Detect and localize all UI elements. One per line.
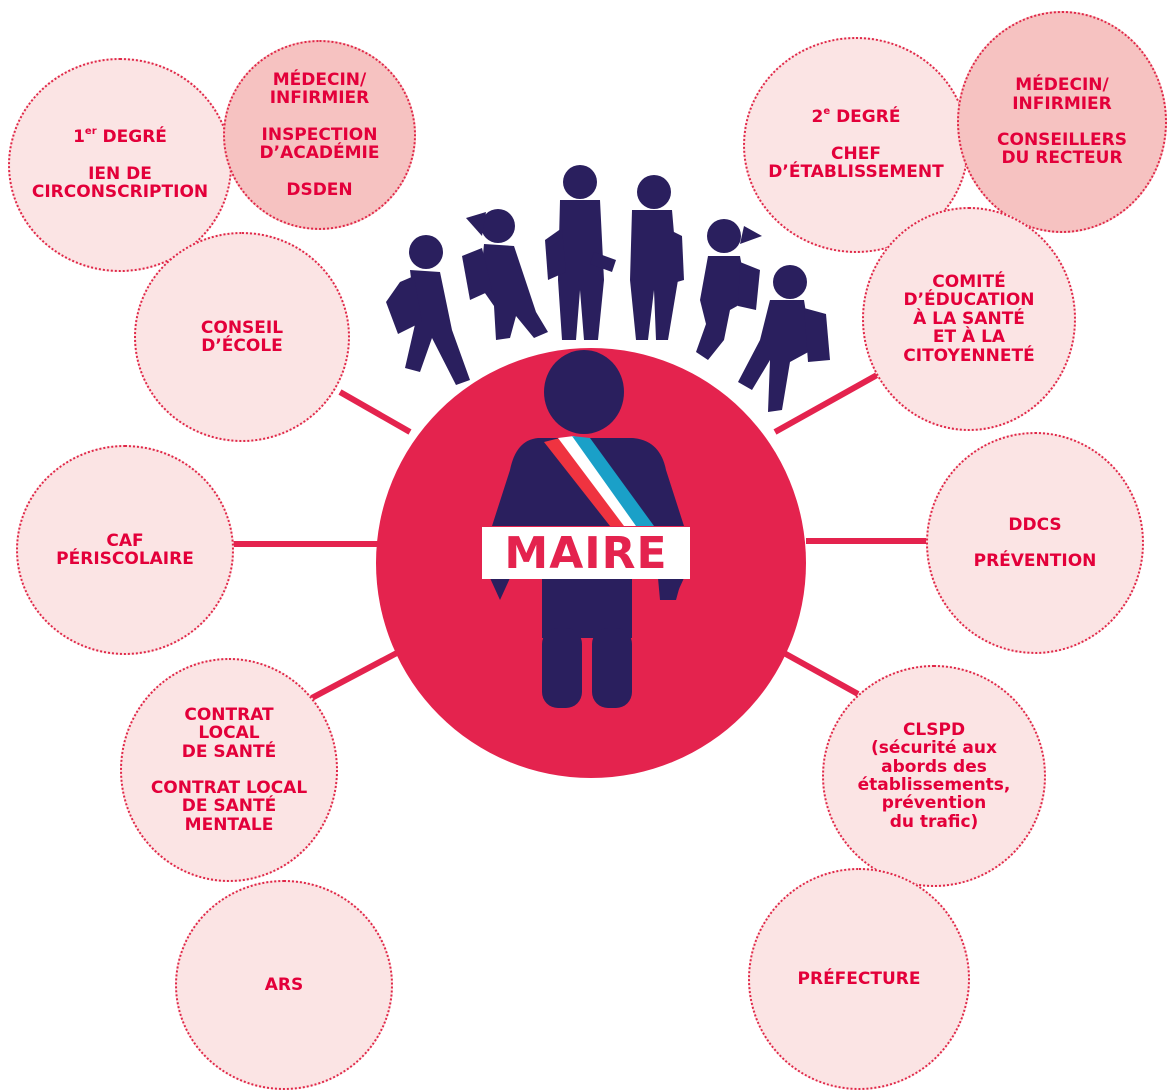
bubble-conseil-ecole: CONSEIL D’ÉCOLE [134,232,350,442]
bubble-line: COMITÉ [932,272,1006,293]
connector-comite [773,367,888,435]
bubble-line: DSDEN [286,179,353,200]
bubble-line: INFIRMIER [269,88,370,109]
bubble-line: INFIRMIER [1012,93,1112,114]
bubble-line: D’ÉTABLISSEMENT [768,162,944,183]
bubble-line: CONTRAT [184,704,274,725]
tricolor-sash-icon [544,436,654,526]
bubble-line: DE SANTÉ [181,741,277,762]
bubble-line: PRÉVENTION [973,551,1097,571]
bubble-contrat: CONTRAT LOCAL DE SANTÉ CONTRAT LOCAL DE … [120,658,338,882]
bubble-line: CIRCONSCRIPTION [31,182,209,203]
students-group-icon [386,165,830,412]
bubble-line: ET À LA [932,327,1006,348]
bubble-line: CITOYENNETÉ [903,345,1035,366]
bubble-line: MENTALE [184,814,274,835]
connector-contrat [306,643,412,703]
bubble-line: D’ÉCOLE [201,336,283,356]
bubble-medecin-inspection: MÉDECIN/ INFIRMIER INSPECTION D’ACADÉMIE… [223,40,416,230]
bubble-line: ARS [264,974,304,995]
premier-degre-title: 1er DEGRÉ [73,126,167,148]
bubble-line: MÉDECIN/ [272,70,367,91]
bubble-ddcs: DDCS PRÉVENTION [926,432,1144,654]
bubble-clspd: CLSPD (sécurité aux abords des établisse… [822,665,1046,887]
bubble-line: CHEF [831,143,881,164]
bubble-line: D’ACADÉMIE [259,143,380,164]
bubble-ars: ARS [175,880,393,1090]
bubble-line: IEN DE [88,163,152,184]
connector-clspd [773,645,860,697]
connector-conseil [338,389,412,435]
second-degre-title: 2e DEGRÉ [811,106,901,128]
bubble-line: D’ÉDUCATION [903,290,1035,311]
bubble-line: DE SANTÉ [181,796,277,817]
maire-label: MAIRE [482,527,690,579]
bubble-line: PRÉFECTURE [797,968,921,989]
bubble-line: CONSEILLERS [997,130,1127,150]
bubble-line: PÉRISCOLAIRE [56,549,194,569]
bubble-prefecture: PRÉFECTURE [748,868,970,1090]
bubble-line: CAF [106,530,144,551]
bubble-line: CONSEIL [200,317,284,338]
bubble-line: MÉDECIN/ [1015,75,1109,96]
bubble-line: (sécurité aux [871,738,997,759]
bubble-line: du trafic) [889,811,979,832]
bubble-line: prévention [881,793,987,814]
bubble-line: INSPECTION [261,124,378,145]
bubble-comite: COMITÉ D’ÉDUCATION À LA SANTÉ ET À LA CI… [862,207,1076,431]
bubble-line: établissements, [857,775,1011,795]
bubble-line: abords des [881,756,987,777]
bubble-line: DDCS [1008,514,1062,535]
bubble-premier-degre: 1er DEGRÉ IEN DE CIRCONSCRIPTION [8,58,232,272]
bubble-line: DU RECTEUR [1001,148,1123,169]
bubble-line: CONTRAT LOCAL [150,778,308,798]
bubble-line: CLSPD [902,719,966,740]
bubble-line: À LA SANTÉ [913,308,1025,329]
bubble-medecin-conseillers: MÉDECIN/ INFIRMIER CONSEILLERS DU RECTEU… [957,11,1167,233]
bubble-line: LOCAL [198,723,260,744]
bubble-caf: CAF PÉRISCOLAIRE [16,445,234,655]
